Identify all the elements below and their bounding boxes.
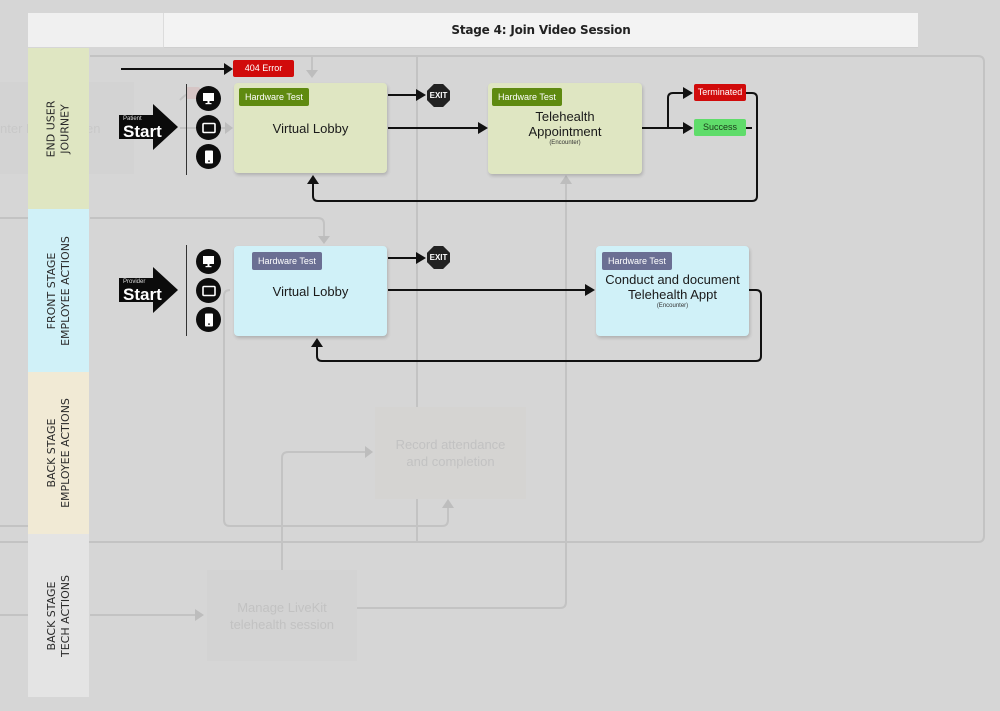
patient-virtual-lobby[interactable]: Hardware Test Virtual Lobby [234, 83, 387, 173]
desktop-icon [196, 86, 221, 111]
exit-icon[interactable]: EXIT [427, 84, 450, 107]
exit-label: EXIT [429, 91, 448, 100]
device-divider [186, 84, 187, 175]
exit-label: EXIT [429, 253, 448, 262]
device-divider [186, 245, 187, 336]
header-left-cell [28, 13, 164, 47]
node-subtitle: (Encounter) [656, 303, 689, 309]
record-attendance-label: Record attendance and completion [395, 437, 506, 469]
stage-header: Stage 4: Join Video Session [164, 13, 918, 48]
start-arrow-shape [119, 267, 178, 313]
arrowhead [311, 338, 323, 347]
stage-title: Stage 4: Join Video Session [451, 23, 631, 37]
node-title: Virtual Lobby [272, 121, 349, 136]
arrow-loop-back-patient [312, 92, 758, 202]
arrowhead [478, 122, 488, 134]
start-role-label: Provider [123, 279, 146, 285]
node-title-line2: Telehealth Appt [628, 287, 717, 302]
provider-virtual-lobby[interactable]: Hardware Test Virtual Lobby [234, 246, 387, 336]
mobile-icon [196, 144, 221, 169]
start-label: Start [123, 285, 162, 304]
success-outcome[interactable]: Success [694, 119, 746, 136]
start-label: Start [123, 122, 162, 141]
laptop-icon [196, 278, 221, 303]
node-title-line1: Conduct and document [605, 272, 740, 287]
manage-livekit-label: Manage LiveKit telehealth session [229, 599, 335, 632]
node-title: Virtual Lobby [272, 284, 349, 299]
arrowhead [224, 63, 233, 75]
mobile-icon [196, 307, 221, 332]
desktop-icon [196, 249, 221, 274]
terminated-outcome[interactable]: Terminated [694, 84, 746, 101]
manage-livekit-box: Manage LiveKit telehealth session [207, 570, 357, 661]
hardware-test-tag[interactable]: Hardware Test [492, 88, 562, 106]
arrowhead [683, 87, 693, 99]
node-subtitle: (Encounter) [549, 140, 581, 146]
node-title-line1: Telehealth [535, 109, 595, 124]
start-role-label: Patient [123, 116, 142, 122]
arrowhead [585, 284, 595, 296]
node-title-line2: Appointment [528, 124, 602, 139]
patient-start-arrow[interactable]: Patient Start [119, 104, 179, 150]
record-attendance-box: Record attendance and completion [375, 407, 526, 499]
arrowhead [416, 89, 426, 101]
hardware-test-tag[interactable]: Hardware Test [239, 88, 309, 106]
start-arrow-shape [119, 104, 178, 150]
arrowhead [416, 252, 426, 264]
hardware-test-tag[interactable]: Hardware Test [602, 252, 672, 270]
arrow-loop-back-provider [316, 289, 762, 362]
hardware-test-tag[interactable]: Hardware Test [252, 252, 322, 270]
laptop-icon [196, 115, 221, 140]
conduct-document-appointment[interactable]: Hardware Test Conduct and document Teleh… [596, 246, 749, 336]
telehealth-appointment[interactable]: Hardware Test Telehealth Appointment (En… [488, 83, 642, 174]
arrowhead [683, 122, 693, 134]
arrowhead [307, 175, 319, 184]
error-404-badge[interactable]: 404 Error [233, 60, 294, 77]
exit-icon[interactable]: EXIT [427, 246, 450, 269]
stage-frame [0, 55, 985, 543]
provider-start-arrow[interactable]: Provider Start [119, 267, 179, 313]
arrow-to-terminated [667, 92, 684, 128]
